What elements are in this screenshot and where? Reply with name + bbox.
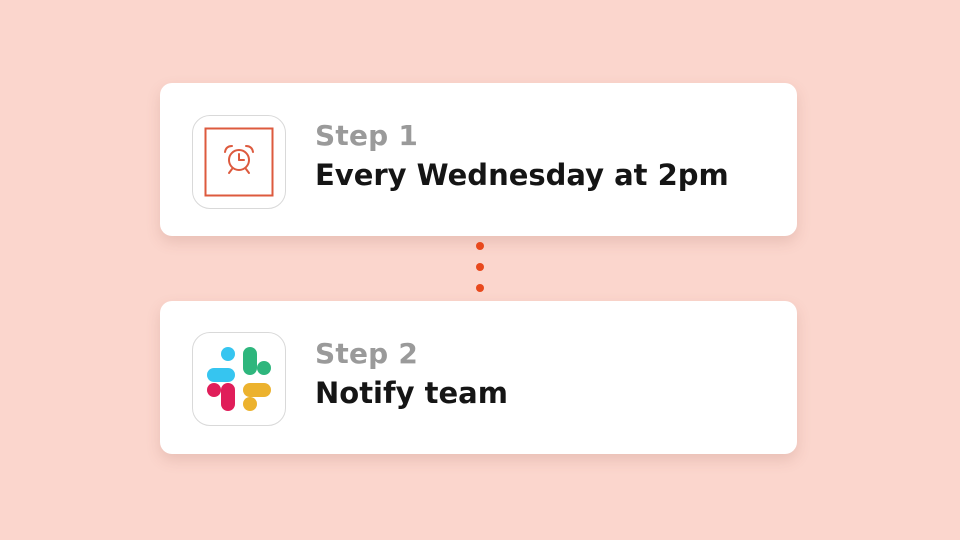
alarm-clock-icon	[204, 127, 274, 197]
slack-app-icon	[192, 332, 286, 426]
schedule-app-icon	[192, 115, 286, 209]
step-card-1[interactable]: Step 1 Every Wednesday at 2pm	[160, 83, 797, 236]
step-title: Notify team	[315, 376, 508, 410]
connector-dot	[476, 242, 484, 250]
step-card-2[interactable]: Step 2 Notify team	[160, 301, 797, 454]
step-text-1: Step 1 Every Wednesday at 2pm	[315, 119, 729, 195]
step-text-2: Step 2 Notify team	[315, 337, 508, 413]
step-label: Step 1	[315, 119, 419, 152]
connector-dot	[476, 263, 484, 271]
connector-dot	[476, 284, 484, 292]
step-connector	[474, 242, 486, 294]
step-label: Step 2	[315, 337, 419, 370]
step-title: Every Wednesday at 2pm	[315, 158, 729, 192]
slack-logo-icon	[207, 347, 271, 411]
